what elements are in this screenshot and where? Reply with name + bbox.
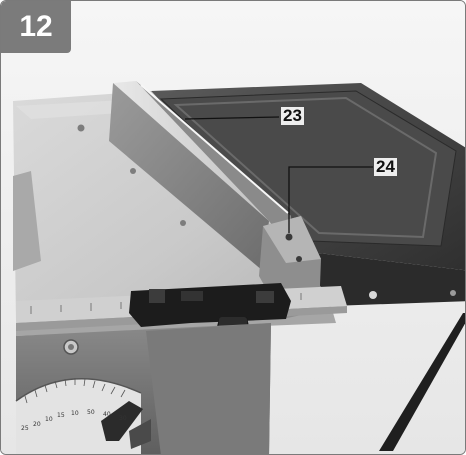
saw-table-surface xyxy=(13,91,331,321)
rip-fence-side xyxy=(109,83,269,271)
scale-tick: 50 xyxy=(87,409,95,416)
scale-tick: 20 xyxy=(33,421,41,428)
callout-label-23: 23 xyxy=(281,106,304,125)
scale-tick: 10 xyxy=(45,416,53,423)
figure-number-badge: 12 xyxy=(1,1,71,53)
scale-tick: 25 xyxy=(21,425,29,432)
callout-label-24: 24 xyxy=(374,157,397,176)
bolt-icon xyxy=(369,291,377,299)
scale-tick: 40 xyxy=(103,411,111,418)
fence-lock-bracket xyxy=(129,283,291,327)
scale-tick: 10 xyxy=(71,410,79,417)
scale-tick: 15 xyxy=(57,412,65,419)
bevel-scale-labels: 25 20 10 15 10 50 40 30 xyxy=(19,403,149,433)
bevel-knob xyxy=(101,401,143,441)
scale-tick: 30 xyxy=(119,415,127,422)
